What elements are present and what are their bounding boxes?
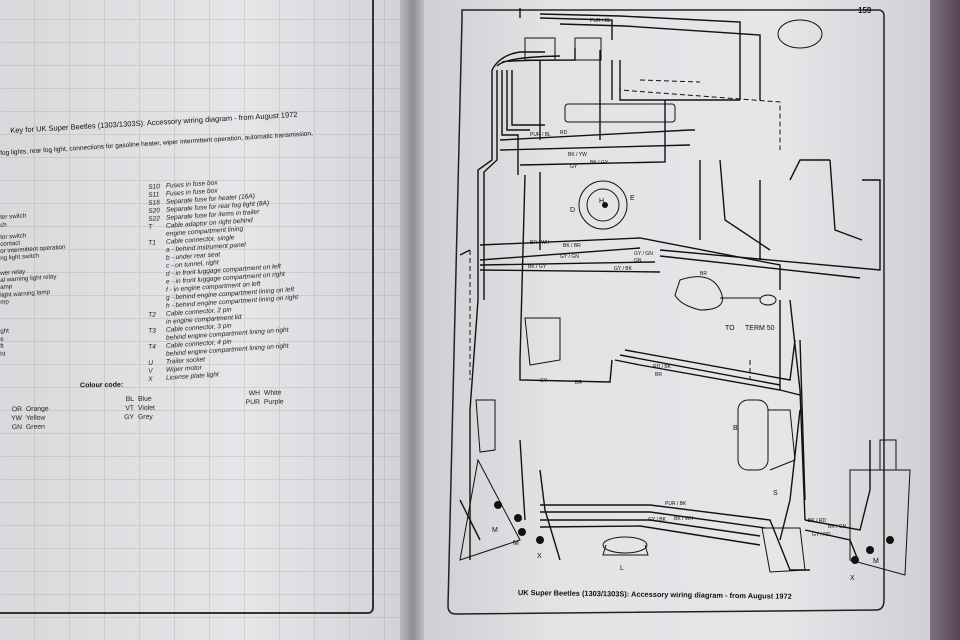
svg-text:GY / GN: GY / GN [634, 251, 653, 257]
svg-text:GN: GN [634, 258, 642, 264]
svg-text:H: H [599, 198, 604, 205]
svg-text:BK / WH: BK / WH [674, 516, 694, 522]
svg-text:M: M [513, 540, 519, 547]
svg-text:GY / GN: GY / GN [560, 254, 579, 260]
svg-text:BK / GN: BK / GN [828, 524, 847, 530]
svg-text:BK / RD: BK / RD [808, 518, 826, 524]
svg-text:X: X [850, 575, 855, 582]
left-page-frame [0, 0, 374, 614]
svg-text:PUR / BL: PUR / BL [530, 132, 551, 138]
svg-text:D: D [570, 207, 575, 214]
svg-text:BK / BR: BK / BR [563, 243, 581, 249]
svg-text:TERM 50: TERM 50 [745, 325, 775, 332]
left-page: Key for UK Super Beetles (1303/1303S): A… [0, 0, 410, 640]
book-gutter [400, 0, 426, 640]
svg-text:TO: TO [725, 325, 735, 332]
svg-text:M: M [492, 527, 498, 534]
svg-text:BR: BR [575, 380, 582, 386]
svg-text:BK / GY: BK / GY [590, 160, 609, 166]
svg-text:BK / YW: BK / YW [568, 152, 587, 158]
svg-text:S: S [773, 490, 778, 497]
svg-text:BR / WH: BR / WH [530, 240, 550, 246]
svg-text:M: M [873, 558, 879, 565]
svg-text:GY: GY [570, 164, 578, 170]
svg-text:BR: BR [655, 372, 662, 378]
right-page [424, 0, 934, 640]
svg-text:GY: GY [540, 378, 548, 384]
svg-text:RD: RD [560, 130, 568, 136]
svg-text:E: E [630, 195, 635, 202]
svg-text:L: L [620, 565, 624, 572]
svg-text:BR: BR [700, 271, 707, 277]
svg-text:B: B [733, 425, 738, 432]
svg-text:PUR / BL: PUR / BL [590, 18, 611, 24]
svg-text:RD / BK: RD / BK [653, 364, 672, 370]
page-number: 159 [858, 6, 872, 15]
svg-text:PUR / BK: PUR / BK [665, 501, 687, 507]
svg-text:GY / BK: GY / BK [648, 517, 667, 523]
svg-text:BK / GY: BK / GY [528, 264, 547, 270]
svg-text:GY / RD: GY / RD [812, 532, 831, 538]
svg-text:X: X [537, 553, 542, 560]
fabric-right-edge [930, 0, 960, 640]
show-through-ghost-diagram [0, 0, 410, 640]
svg-text:GY / BK: GY / BK [614, 266, 633, 272]
